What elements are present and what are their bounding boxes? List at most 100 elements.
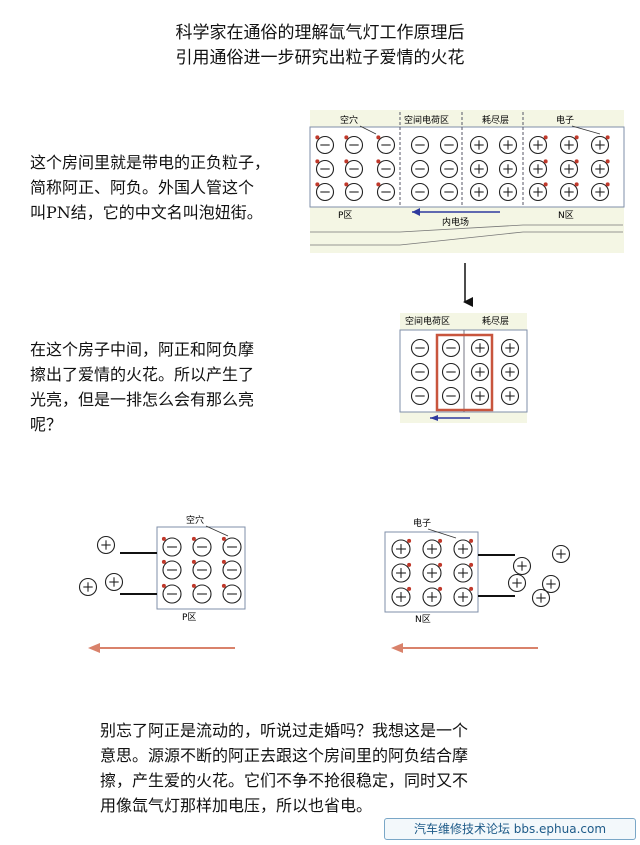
label-p-region: P区 (338, 210, 352, 221)
label-space-charge: 空间电荷区 (404, 114, 449, 126)
negative-ion-icon (221, 536, 242, 557)
positive-ion-icon (470, 386, 490, 406)
electron-dot-icon (605, 135, 610, 140)
paragraph-line: 简称阿正、阿负。外国人管这个 (30, 178, 255, 197)
negative-ion-icon (441, 386, 461, 406)
paragraph-line: 用像氙气灯那样加电压，所以也省电。 (100, 796, 373, 815)
positive-ion-icon (528, 135, 548, 155)
negative-ion-icon (441, 338, 461, 358)
hole-dot-icon (191, 583, 196, 588)
electron-dot-icon (469, 586, 474, 591)
positive-ion-icon (559, 182, 579, 202)
positive-ion-icon (541, 574, 561, 594)
negative-ion-icon (344, 159, 364, 179)
electron-dot-icon (574, 182, 579, 187)
hole-dot-icon (344, 135, 349, 140)
hole-dot-icon (376, 135, 381, 140)
electron-dot-icon (438, 562, 443, 567)
negative-ion-icon (410, 362, 430, 382)
positive-ion-icon (391, 562, 412, 583)
negative-ion-icon (161, 536, 182, 557)
paragraph-line: 光亮，但是一排怎么会有那么亮 (30, 390, 255, 409)
paragraph-pn-junction: 这个房间里就是带电的正负粒子， 简称阿正、阿负。外国人管这个 叫PN结，它的中文… (30, 150, 310, 225)
electron-dot-icon (605, 182, 610, 187)
hole-pointer (205, 525, 229, 537)
positive-ion-icon (507, 573, 527, 593)
electron-dot-icon (605, 159, 610, 164)
positive-ion-icon (469, 159, 489, 179)
positive-ion-icon (590, 182, 610, 202)
electron-dot-icon (438, 586, 443, 591)
positive-ion-icon (470, 362, 490, 382)
label-internal-field: 内电场 (442, 216, 469, 228)
internal-field-arrowhead (412, 208, 420, 216)
positive-ion-icon (422, 538, 443, 559)
positive-ion-icon (528, 159, 548, 179)
electron-dot-icon (407, 538, 412, 543)
title-line-1: 科学家在通俗的理解氙气灯工作原理后 (175, 23, 465, 43)
particle-grid (315, 135, 610, 202)
hole-dot-icon (191, 559, 196, 564)
positive-ion-icon (590, 159, 610, 179)
positive-ion-icon (559, 159, 579, 179)
hole-dot-icon (344, 182, 349, 187)
electron-dot-icon (574, 135, 579, 140)
negative-ion-icon (376, 182, 396, 202)
negative-ion-icon (191, 536, 212, 557)
positive-ion-icon (512, 556, 532, 576)
negative-ion-icon (410, 159, 430, 179)
hole-dot-icon (161, 536, 166, 541)
hole-dot-icon (315, 135, 320, 140)
positive-ion-icon (500, 386, 520, 406)
negative-ion-icon (344, 182, 364, 202)
positive-ion-icon (422, 586, 443, 607)
positive-ion-icon (453, 562, 474, 583)
hole-dot-icon (344, 159, 349, 164)
positive-ion-icon (531, 588, 551, 608)
positive-ion-icon (498, 159, 518, 179)
positive-ion-icon (559, 135, 579, 155)
positive-ion-icon (469, 135, 489, 155)
hole-dot-icon (221, 559, 226, 564)
hole-dot-icon (315, 159, 320, 164)
positive-ion-icon (500, 338, 520, 358)
flow-arrowhead-left (88, 643, 100, 653)
negative-ion-icon (376, 135, 396, 155)
hole-dot-icon (315, 182, 320, 187)
negative-ion-icon (410, 182, 430, 202)
paragraph-line: 呢？ (30, 415, 63, 434)
paragraph-line: 叫PN结，它的中文名叫泡妞街。 (30, 203, 263, 222)
electron-dot-icon (543, 159, 548, 164)
negative-ion-icon (161, 583, 182, 604)
hole-dot-icon (161, 583, 166, 588)
negative-ion-icon (315, 159, 335, 179)
positive-ion-icon (528, 182, 548, 202)
label-n-region: N区 (415, 614, 431, 625)
label-depletion: 耗尽层 (482, 115, 509, 126)
electron-dot-icon (438, 538, 443, 543)
label-depletion: 耗尽层 (482, 316, 509, 327)
negative-ion-icon (410, 135, 430, 155)
negative-ion-icon (439, 159, 459, 179)
negative-ion-icon (439, 135, 459, 155)
hole-dot-icon (191, 536, 196, 541)
positive-ion-icon (391, 538, 412, 559)
positive-ion-icon (104, 572, 124, 592)
hole-pointer (359, 125, 377, 135)
paragraph-flow: 别忘了阿正是流动的，听说过走婚吗？我想这是一个 意思。源源不断的阿正去跟这个房间… (100, 718, 630, 818)
particle-grid (391, 538, 571, 608)
negative-ion-icon (161, 559, 182, 580)
positive-ion-icon (470, 338, 490, 358)
potential-line-top (310, 224, 623, 233)
positive-ion-icon (78, 577, 98, 597)
positive-ion-icon (391, 586, 412, 607)
hole-dot-icon (161, 559, 166, 564)
negative-ion-icon (221, 559, 242, 580)
negative-ion-icon (439, 182, 459, 202)
negative-ion-icon (221, 583, 242, 604)
electron-dot-icon (574, 159, 579, 164)
electron-dot-icon (543, 135, 548, 140)
electron-dot-icon (469, 562, 474, 567)
positive-ion-icon (551, 544, 571, 564)
